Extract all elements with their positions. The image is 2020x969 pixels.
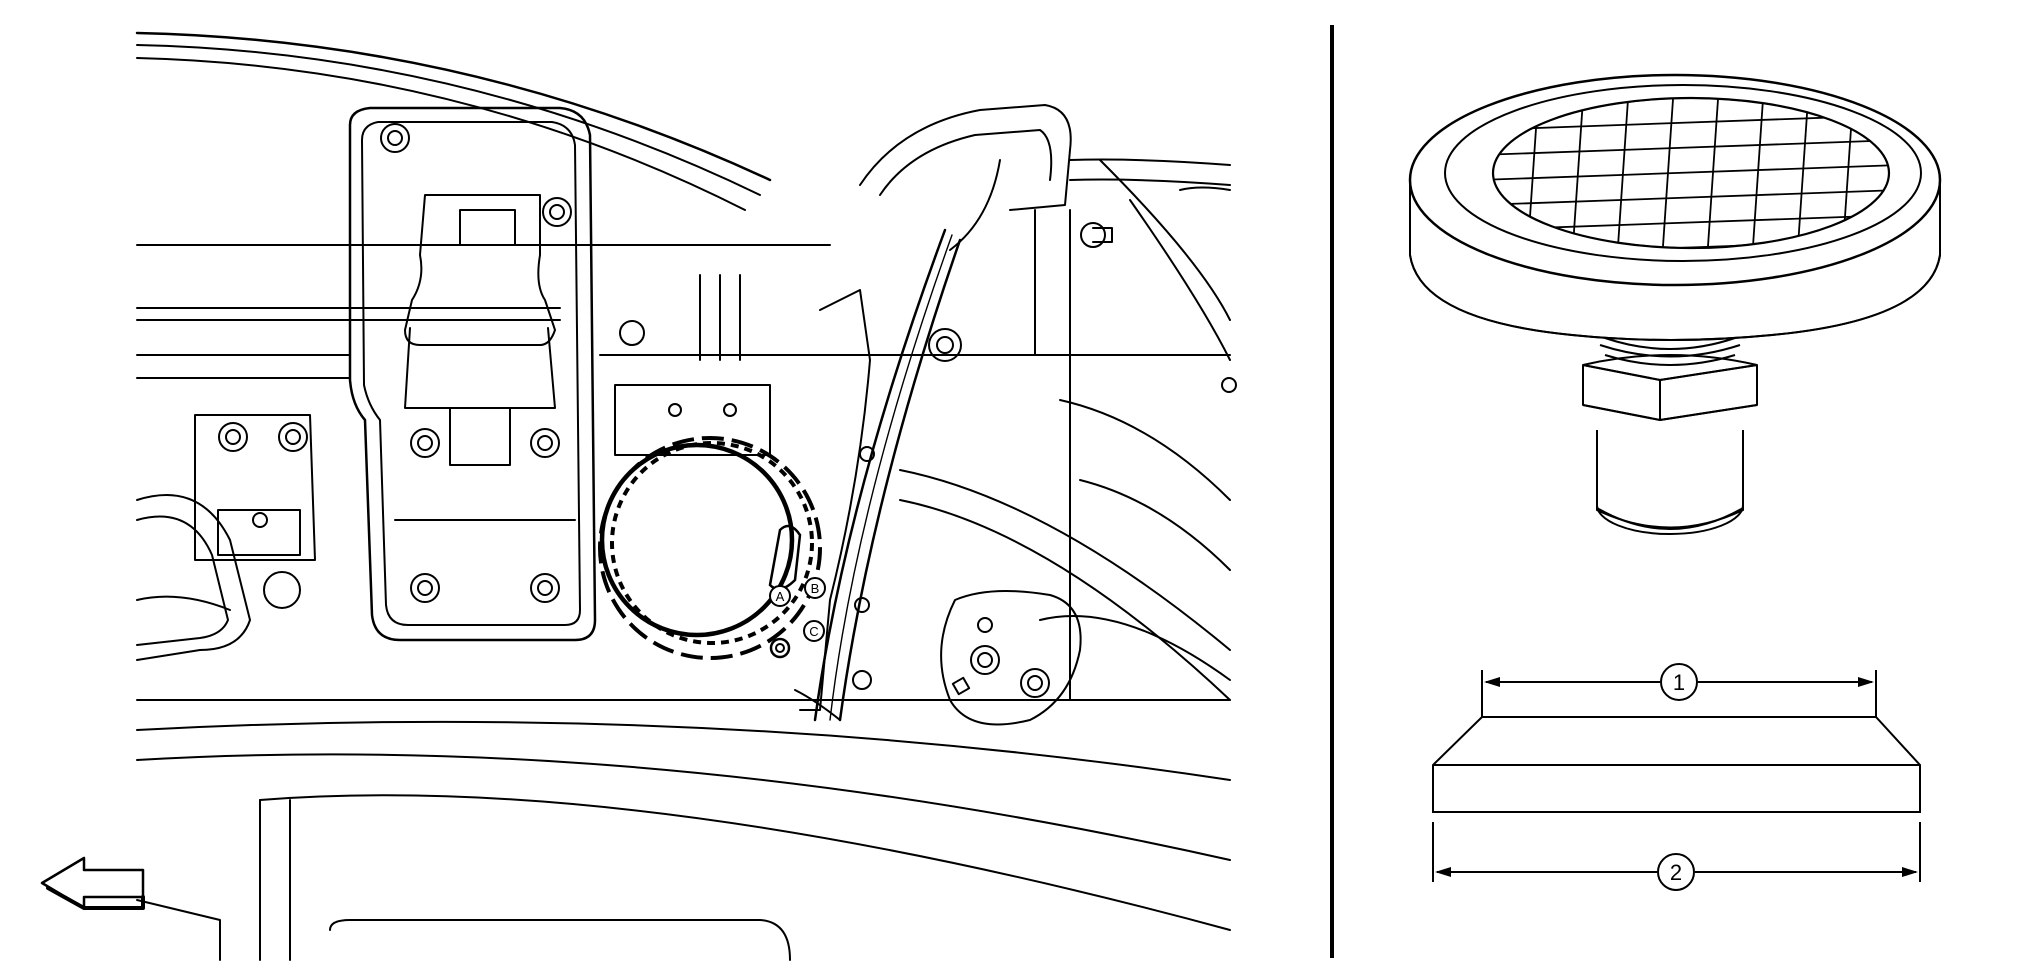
pad-profile-drawing [1432,670,1921,882]
underbody-illustration [40,31,1237,961]
callout-b: B [804,577,826,599]
bracket-bolts [380,123,572,603]
front-direction-arrow-icon [40,856,145,910]
callout-a-label: A [776,589,785,604]
callout-a: A [769,585,791,607]
jacking-point-target [598,436,822,660]
lift-pad-adapter-icon [1408,73,1942,535]
callout-c: C [803,620,825,642]
dimension-2-label: 2 [1670,860,1682,885]
callout-b-label: B [811,581,820,596]
dimension-2: 2 [1435,853,1918,891]
dimension-1: 1 [1484,663,1874,701]
callout-c-label: C [809,624,818,639]
dimension-1-label: 1 [1673,670,1685,695]
